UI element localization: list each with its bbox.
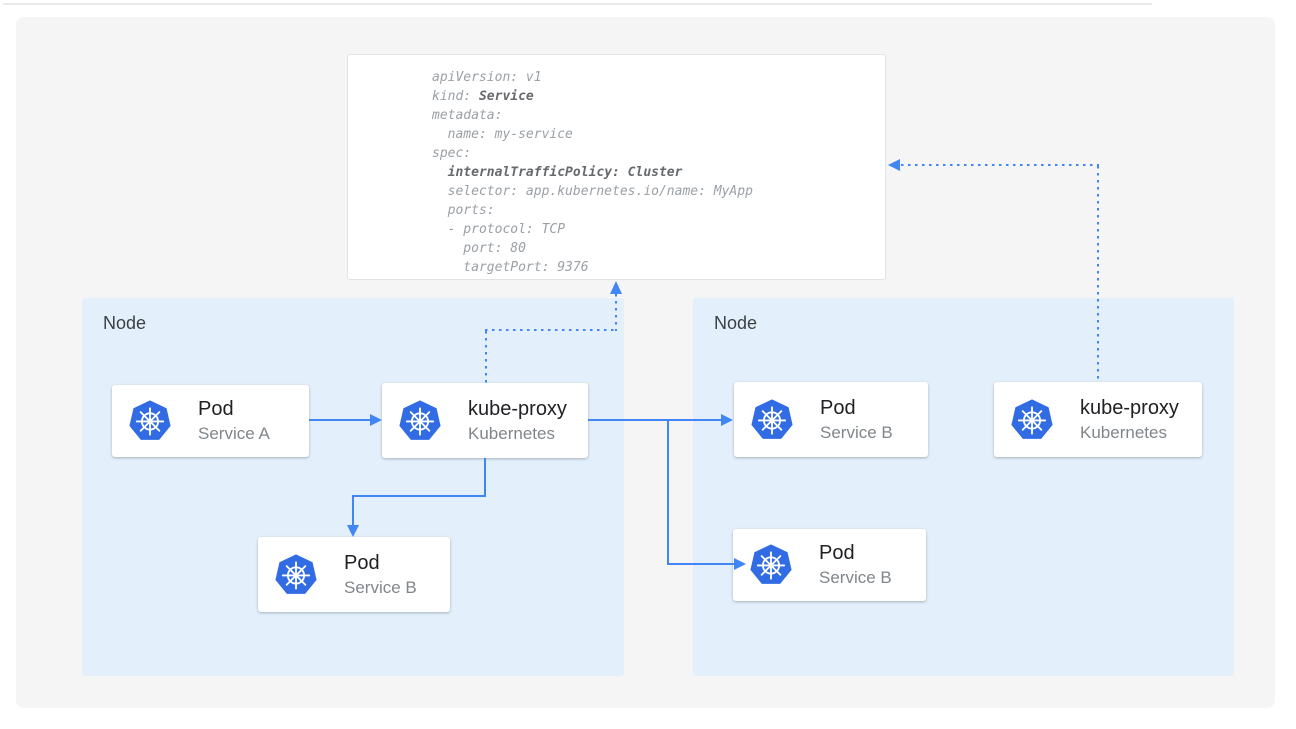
- kubernetes-icon: [398, 399, 442, 443]
- kube-proxy-card-left: kube-proxy Kubernetes: [382, 383, 588, 458]
- kubernetes-icon: [128, 399, 172, 443]
- card-title: Pod: [198, 398, 234, 420]
- pod-service-a-card: Pod Service A: [112, 385, 309, 457]
- card-subtitle: Kubernetes: [468, 423, 555, 443]
- card-title: Pod: [820, 396, 856, 419]
- kube-proxy-card-right: kube-proxy Kubernetes: [994, 382, 1202, 457]
- arrow-kube-proxy-to-pod-b-left: [484, 458, 486, 497]
- arrowhead-kube-proxy-to-pod-b-bottom: [734, 558, 746, 570]
- kubernetes-icon: [1010, 398, 1054, 442]
- pod-service-b-card-right-bottom: Pod Service B: [733, 529, 926, 601]
- card-subtitle: Service A: [198, 424, 270, 443]
- arrowhead-kube-proxy-to-pod-b-top: [721, 414, 733, 426]
- card-subtitle: Service B: [819, 568, 892, 587]
- dotted-arrow-kube-proxy-right-to-service: [1097, 166, 1099, 382]
- arrowhead-kube-proxy-right-to-service: [888, 159, 900, 171]
- arrowhead-kube-proxy-to-pod-b-left: [347, 525, 359, 537]
- top-divider: [3, 3, 1152, 5]
- dotted-arrow-kube-proxy-right-to-service: [901, 164, 1099, 166]
- card-title: kube-proxy: [468, 397, 567, 420]
- node-label: Node: [103, 313, 147, 333]
- kubernetes-icon: [274, 553, 318, 597]
- card-title: kube-proxy: [1080, 396, 1179, 419]
- arrow-kube-proxy-to-pod-b-left: [352, 495, 486, 497]
- card-title: Pod: [819, 542, 855, 564]
- card-title: Pod: [344, 551, 380, 574]
- dotted-arrow-kube-proxy-left-to-service: [485, 329, 617, 331]
- arrow-kube-proxy-to-pod-b-left: [352, 495, 354, 526]
- kubernetes-icon: [749, 543, 793, 587]
- arrowhead-pod-a-to-kube-proxy: [370, 414, 382, 426]
- arrow-kube-proxy-to-pod-b-bottom: [667, 563, 734, 565]
- node-label: Node: [714, 313, 758, 333]
- arrowhead-kube-proxy-left-to-service: [610, 281, 622, 294]
- node-box-right: Node: [693, 298, 1234, 676]
- pod-service-b-card-left: Pod Service B: [258, 537, 450, 612]
- pod-service-b-card-right-top: Pod Service B: [734, 382, 928, 457]
- arrow-pod-a-to-kube-proxy: [309, 419, 372, 421]
- node-box-left: Node: [82, 298, 624, 676]
- card-subtitle: Kubernetes: [1080, 422, 1167, 442]
- dotted-arrow-kube-proxy-left-to-service: [615, 294, 617, 331]
- card-subtitle: Service B: [820, 422, 893, 442]
- card-subtitle: Service B: [344, 577, 417, 597]
- dotted-arrow-kube-proxy-left-to-service: [485, 331, 487, 383]
- kubernetes-icon: [750, 398, 794, 442]
- arrow-kube-proxy-to-pod-b-bottom: [667, 419, 669, 564]
- arrow-kube-proxy-to-pod-b-top: [588, 419, 722, 421]
